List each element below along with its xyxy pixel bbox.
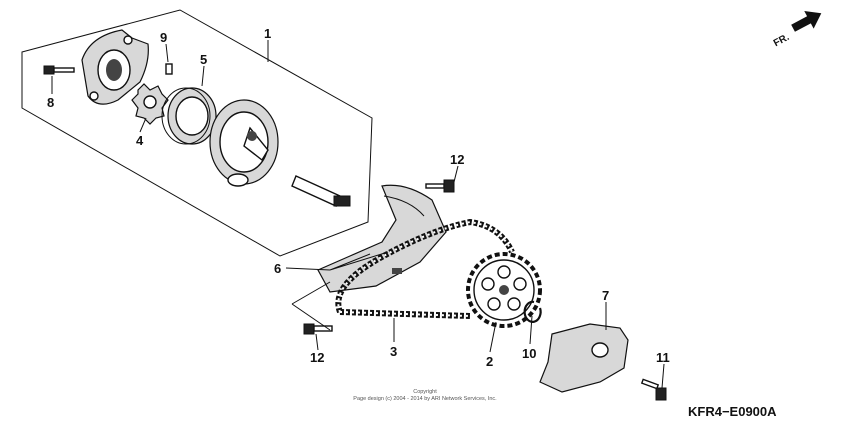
part-12-bolt-upper <box>425 179 455 193</box>
callout-8: 8 <box>47 95 54 110</box>
callout-7: 7 <box>602 288 609 303</box>
callout-3: 3 <box>390 344 397 359</box>
pump-body <box>209 99 279 187</box>
callout-9: 9 <box>160 30 167 45</box>
part-6-chain-guide <box>317 184 447 293</box>
part-7-cover-plate <box>539 323 629 393</box>
copyright-line-1: Copyright <box>413 389 437 395</box>
diagram-code: KFR4−E0900A <box>688 404 777 419</box>
pump-assembly-outline <box>21 9 373 257</box>
part-2-sprocket <box>466 252 542 328</box>
callout-4: 4 <box>136 133 144 148</box>
front-direction-label: FR. <box>772 32 792 49</box>
part-3-drive-chain <box>335 218 515 319</box>
part-5-outer-rotor <box>161 87 217 145</box>
pump-shaft <box>291 175 351 207</box>
part-4-inner-rotor <box>131 83 169 125</box>
leader-lines <box>51 40 665 389</box>
pump-housing <box>81 29 149 105</box>
part-11-bolt <box>640 378 667 401</box>
part-9-pin <box>165 63 173 75</box>
callout-10: 10 <box>522 346 536 361</box>
front-arrow-icon <box>791 10 822 32</box>
part-8-bolt <box>43 65 75 75</box>
front-direction-indicator: FR. <box>772 10 822 49</box>
copyright-line-2: Page design (c) 2004 - 2014 by ARI Netwo… <box>353 396 497 402</box>
callout-12-upper: 12 <box>450 152 464 167</box>
part-12-bolt-lower <box>303 323 333 335</box>
callout-1: 1 <box>264 26 271 41</box>
callout-11: 11 <box>656 350 670 365</box>
part-10-snap-ring <box>523 300 542 323</box>
callout-2: 2 <box>486 354 493 369</box>
callout-5: 5 <box>200 52 207 67</box>
callout-12-lower: 12 <box>310 350 324 365</box>
callout-6: 6 <box>274 261 281 276</box>
